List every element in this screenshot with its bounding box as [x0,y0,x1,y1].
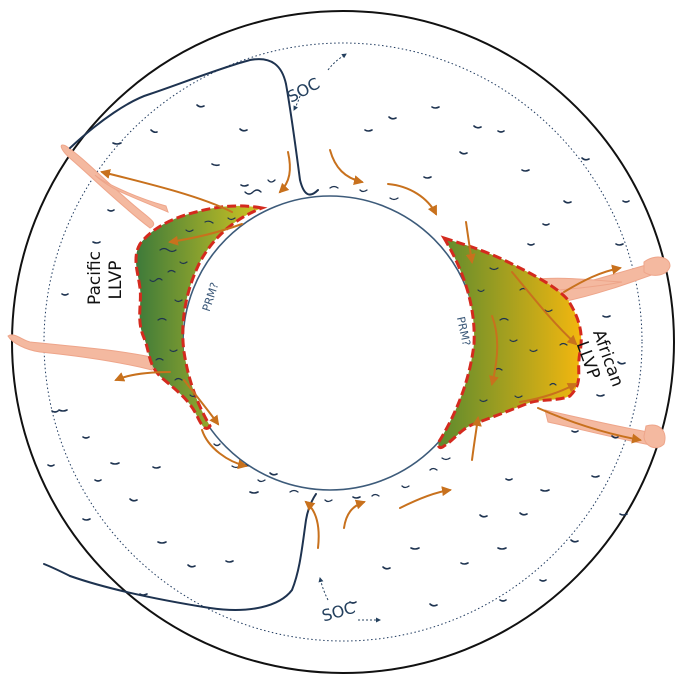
soc-bottom-arrows [318,577,381,623]
arrow-18 [537,407,642,444]
arrow-15 [511,271,578,346]
arrow-05 [168,223,243,246]
arrow-12 [465,221,476,264]
plume-left-upper [60,144,155,229]
arrow-16 [519,383,578,403]
slab-top [69,58,319,196]
arrow-13 [471,416,482,461]
arrow-06 [114,371,171,382]
arrow-03 [387,183,437,216]
plume-right-lower-head [643,424,666,449]
soc-top-arrow-right [327,53,347,71]
arrow-07 [183,379,220,426]
soc-top-arrow-down [293,95,301,111]
arrow-11 [399,486,452,509]
llvp-texture [149,217,568,403]
pacific-llvp-label-line2: LLVP [106,261,126,300]
arrow-08 [201,429,248,470]
prm-right-label: PRM? [454,315,473,347]
upper-lower-mantle-boundary [43,42,643,642]
arrow-14 [489,315,499,386]
plume-left-lower [7,334,157,371]
soc-bottom-arrow-up [318,577,329,601]
slab-left-edge [43,563,71,577]
arrow-09 [304,500,320,549]
plumes [7,144,671,449]
arrow-04 [100,169,233,213]
soc-top-arrows [293,53,347,111]
flow-arrows [100,149,642,549]
slab-fragments [47,104,630,607]
plume-left-upper-stem [94,174,169,213]
core-edge-debris [213,179,451,503]
outer-core [182,195,478,491]
pacific-llvp-label-line1: Pacific [85,251,105,305]
arrow-10 [343,499,366,529]
arrow-02 [329,149,364,186]
arrow-01 [278,151,291,194]
arrow-17 [563,264,622,293]
plume-right-upper-head [643,256,671,276]
